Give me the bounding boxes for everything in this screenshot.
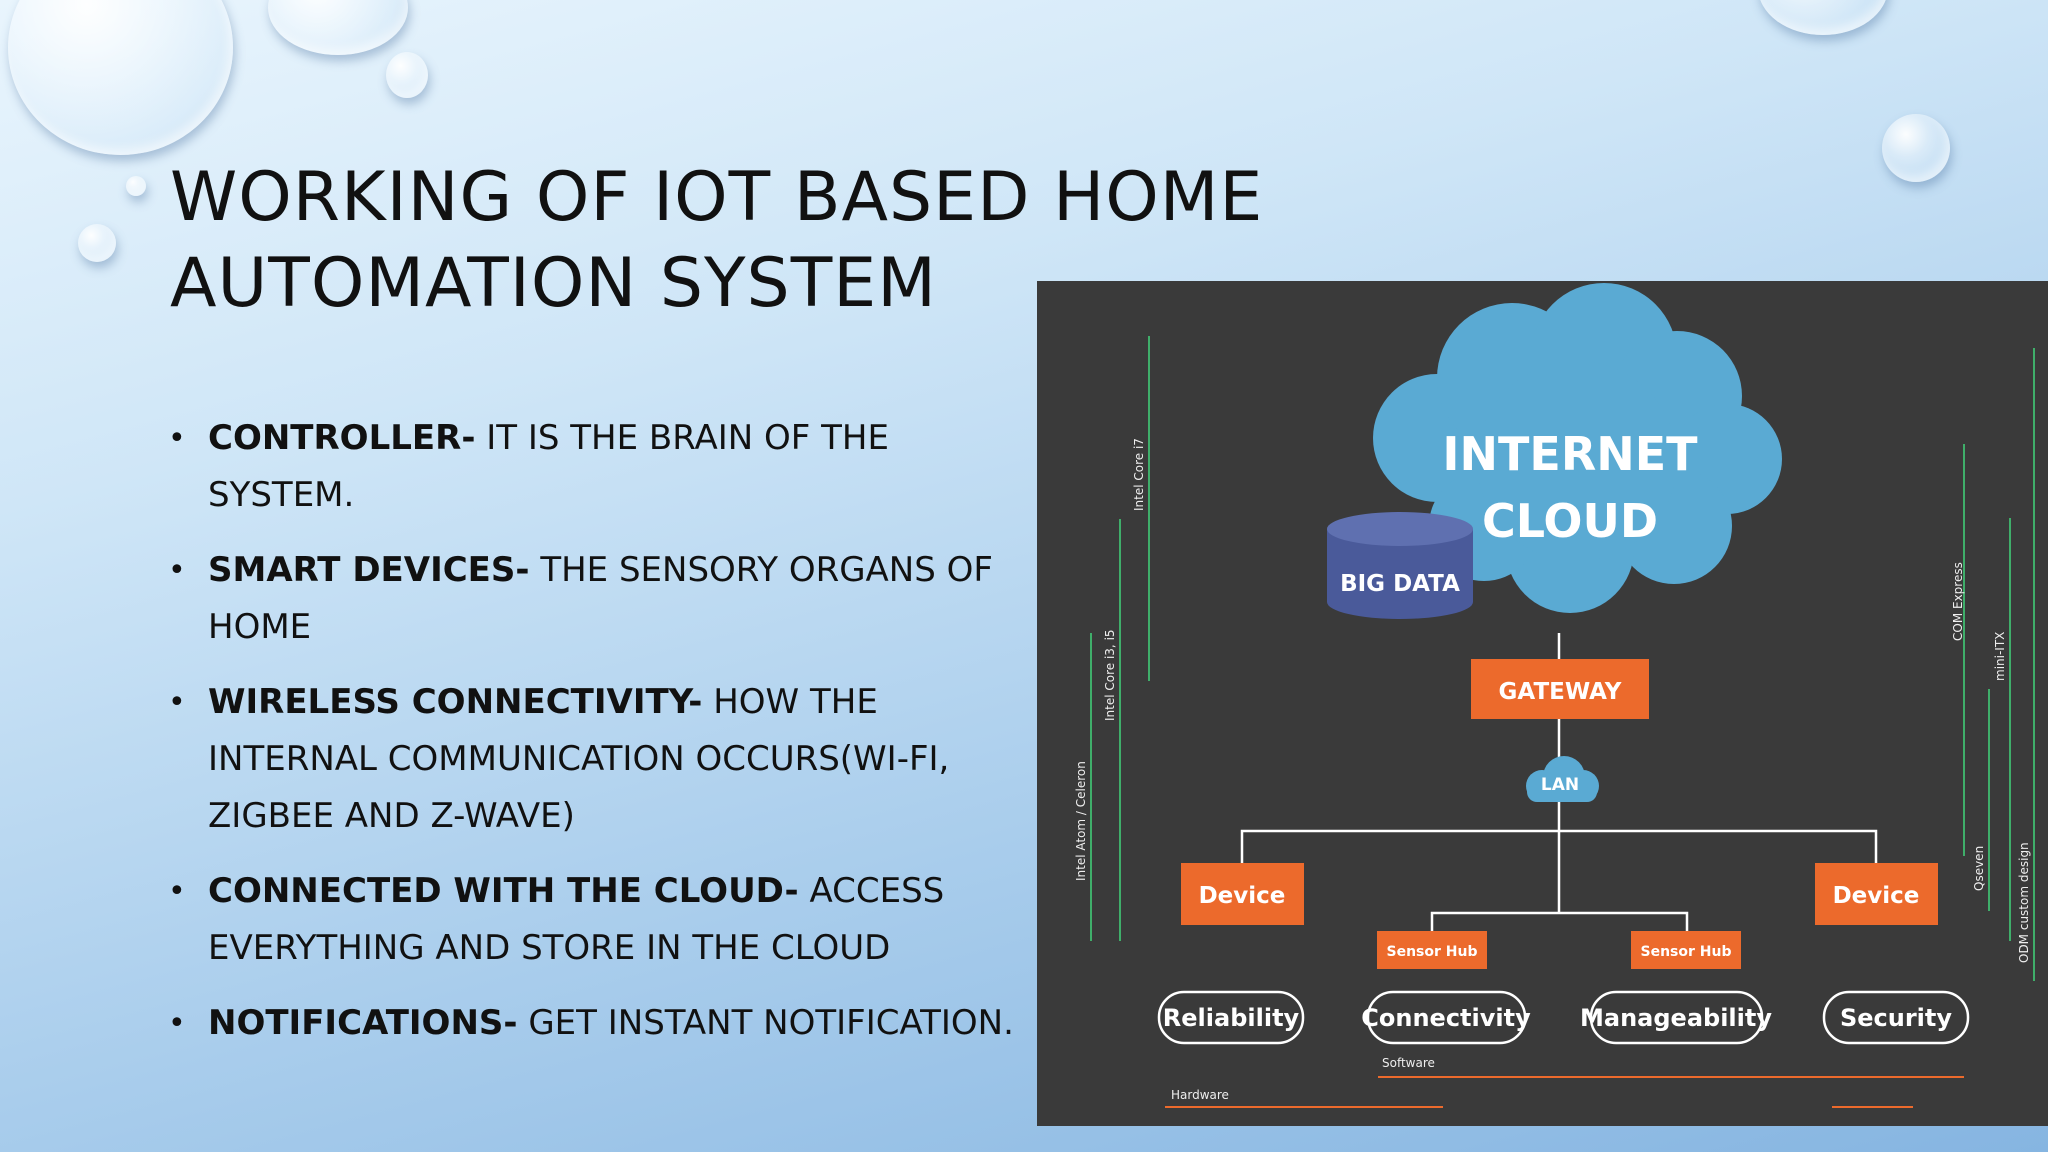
bullet-label: NOTIFICATIONS- xyxy=(208,1003,518,1043)
pill-label: Security xyxy=(1840,1004,1952,1032)
bullet-label: CONTROLLER- xyxy=(208,418,476,458)
gateway-label: GATEWAY xyxy=(1499,679,1622,705)
water-drop-decoration xyxy=(1758,0,1888,35)
bullet-label: SMART DEVICES- xyxy=(208,550,530,590)
bullet-text: IT IS THE BRAIN OF THE SYSTEM. xyxy=(208,418,889,515)
pill-connectivity: Connectivity xyxy=(1361,990,1531,1045)
pill-label: Manageability xyxy=(1580,1004,1772,1032)
water-drop-decoration xyxy=(8,0,233,155)
lan-cloud-icon xyxy=(1526,756,1599,802)
iot-architecture-diagram: Intel Core i7 Intel Core i3, i5 Intel At… xyxy=(1037,281,2048,1126)
sensor-hub-label-right: Sensor Hub xyxy=(1641,944,1732,960)
pill-label: Reliability xyxy=(1163,1004,1300,1032)
slide-title: WORKING OF IOT BASED HOME AUTOMATION SYS… xyxy=(170,158,1264,323)
database-icon xyxy=(1327,512,1473,619)
device-label-left: Device xyxy=(1199,883,1286,909)
device-box-left xyxy=(1181,863,1304,925)
lan-label: LAN xyxy=(1541,775,1579,795)
side-label: ODM custom design xyxy=(2017,842,2031,963)
pill-security: Security xyxy=(1822,990,1970,1045)
sensor-hub-box-left xyxy=(1377,931,1487,969)
connector-lines xyxy=(1240,633,1878,931)
side-label: Intel Atom / Celeron xyxy=(1074,761,1088,881)
bullet-list: CONTROLLER- IT IS THE BRAIN OF THE SYSTE… xyxy=(168,410,1018,1070)
water-drop-decoration xyxy=(268,0,408,55)
bullet-item: WIRELESS CONNECTIVITY- HOW THE INTERNAL … xyxy=(168,674,1018,845)
bullet-text: ACCESS EVERYTHING AND STORE IN THE CLOUD xyxy=(208,871,945,968)
water-drop-decoration xyxy=(386,52,428,98)
side-label: mini-ITX xyxy=(1993,632,2007,681)
sensor-hub-box-right xyxy=(1631,931,1741,969)
gateway-box xyxy=(1471,659,1649,719)
bullet-item: CONTROLLER- IT IS THE BRAIN OF THE SYSTE… xyxy=(168,410,1018,524)
software-label: Software xyxy=(1382,1056,1435,1070)
water-drop-decoration xyxy=(78,224,116,262)
bullet-item: NOTIFICATIONS- GET INSTANT NOTIFICATION. xyxy=(168,995,1018,1052)
side-label: Intel Core i3, i5 xyxy=(1103,629,1117,721)
cloud-label-line1: INTERNET xyxy=(1442,427,1698,481)
pill-reliability: Reliability xyxy=(1157,990,1305,1045)
hardware-label: Hardware xyxy=(1171,1088,1229,1102)
side-label: Intel Core i7 xyxy=(1132,438,1146,511)
pill-label: Connectivity xyxy=(1361,1004,1531,1032)
sensor-hub-label-left: Sensor Hub xyxy=(1387,944,1478,960)
device-label-right: Device xyxy=(1833,883,1920,909)
cloud-label-line2: CLOUD xyxy=(1482,494,1658,548)
bullet-text: HOW THE INTERNAL COMMUNICATION OCCURS(WI… xyxy=(208,682,950,836)
bullet-label: CONNECTED WITH THE CLOUD- xyxy=(208,871,799,911)
water-drop-decoration xyxy=(126,176,146,196)
bullet-text: THE SENSORY ORGANS OF HOME xyxy=(208,550,993,647)
side-label: Qseven xyxy=(1972,846,1986,891)
pill-manageability: Manageability xyxy=(1580,990,1772,1045)
device-box-right xyxy=(1815,863,1938,925)
diagram-canvas: Intel Core i7 Intel Core i3, i5 Intel At… xyxy=(1074,283,2035,1108)
cloud-icon xyxy=(1373,283,1782,613)
bullet-item: CONNECTED WITH THE CLOUD- ACCESS EVERYTH… xyxy=(168,863,1018,977)
bullet-text: GET INSTANT NOTIFICATION. xyxy=(517,1003,1014,1043)
bullet-item: SMART DEVICES- THE SENSORY ORGANS OF HOM… xyxy=(168,542,1018,656)
water-drop-decoration xyxy=(1882,114,1950,182)
big-data-label: BIG DATA xyxy=(1340,571,1460,597)
side-label: COM Express xyxy=(1951,562,1965,641)
bullet-label: WIRELESS CONNECTIVITY- xyxy=(208,682,703,722)
